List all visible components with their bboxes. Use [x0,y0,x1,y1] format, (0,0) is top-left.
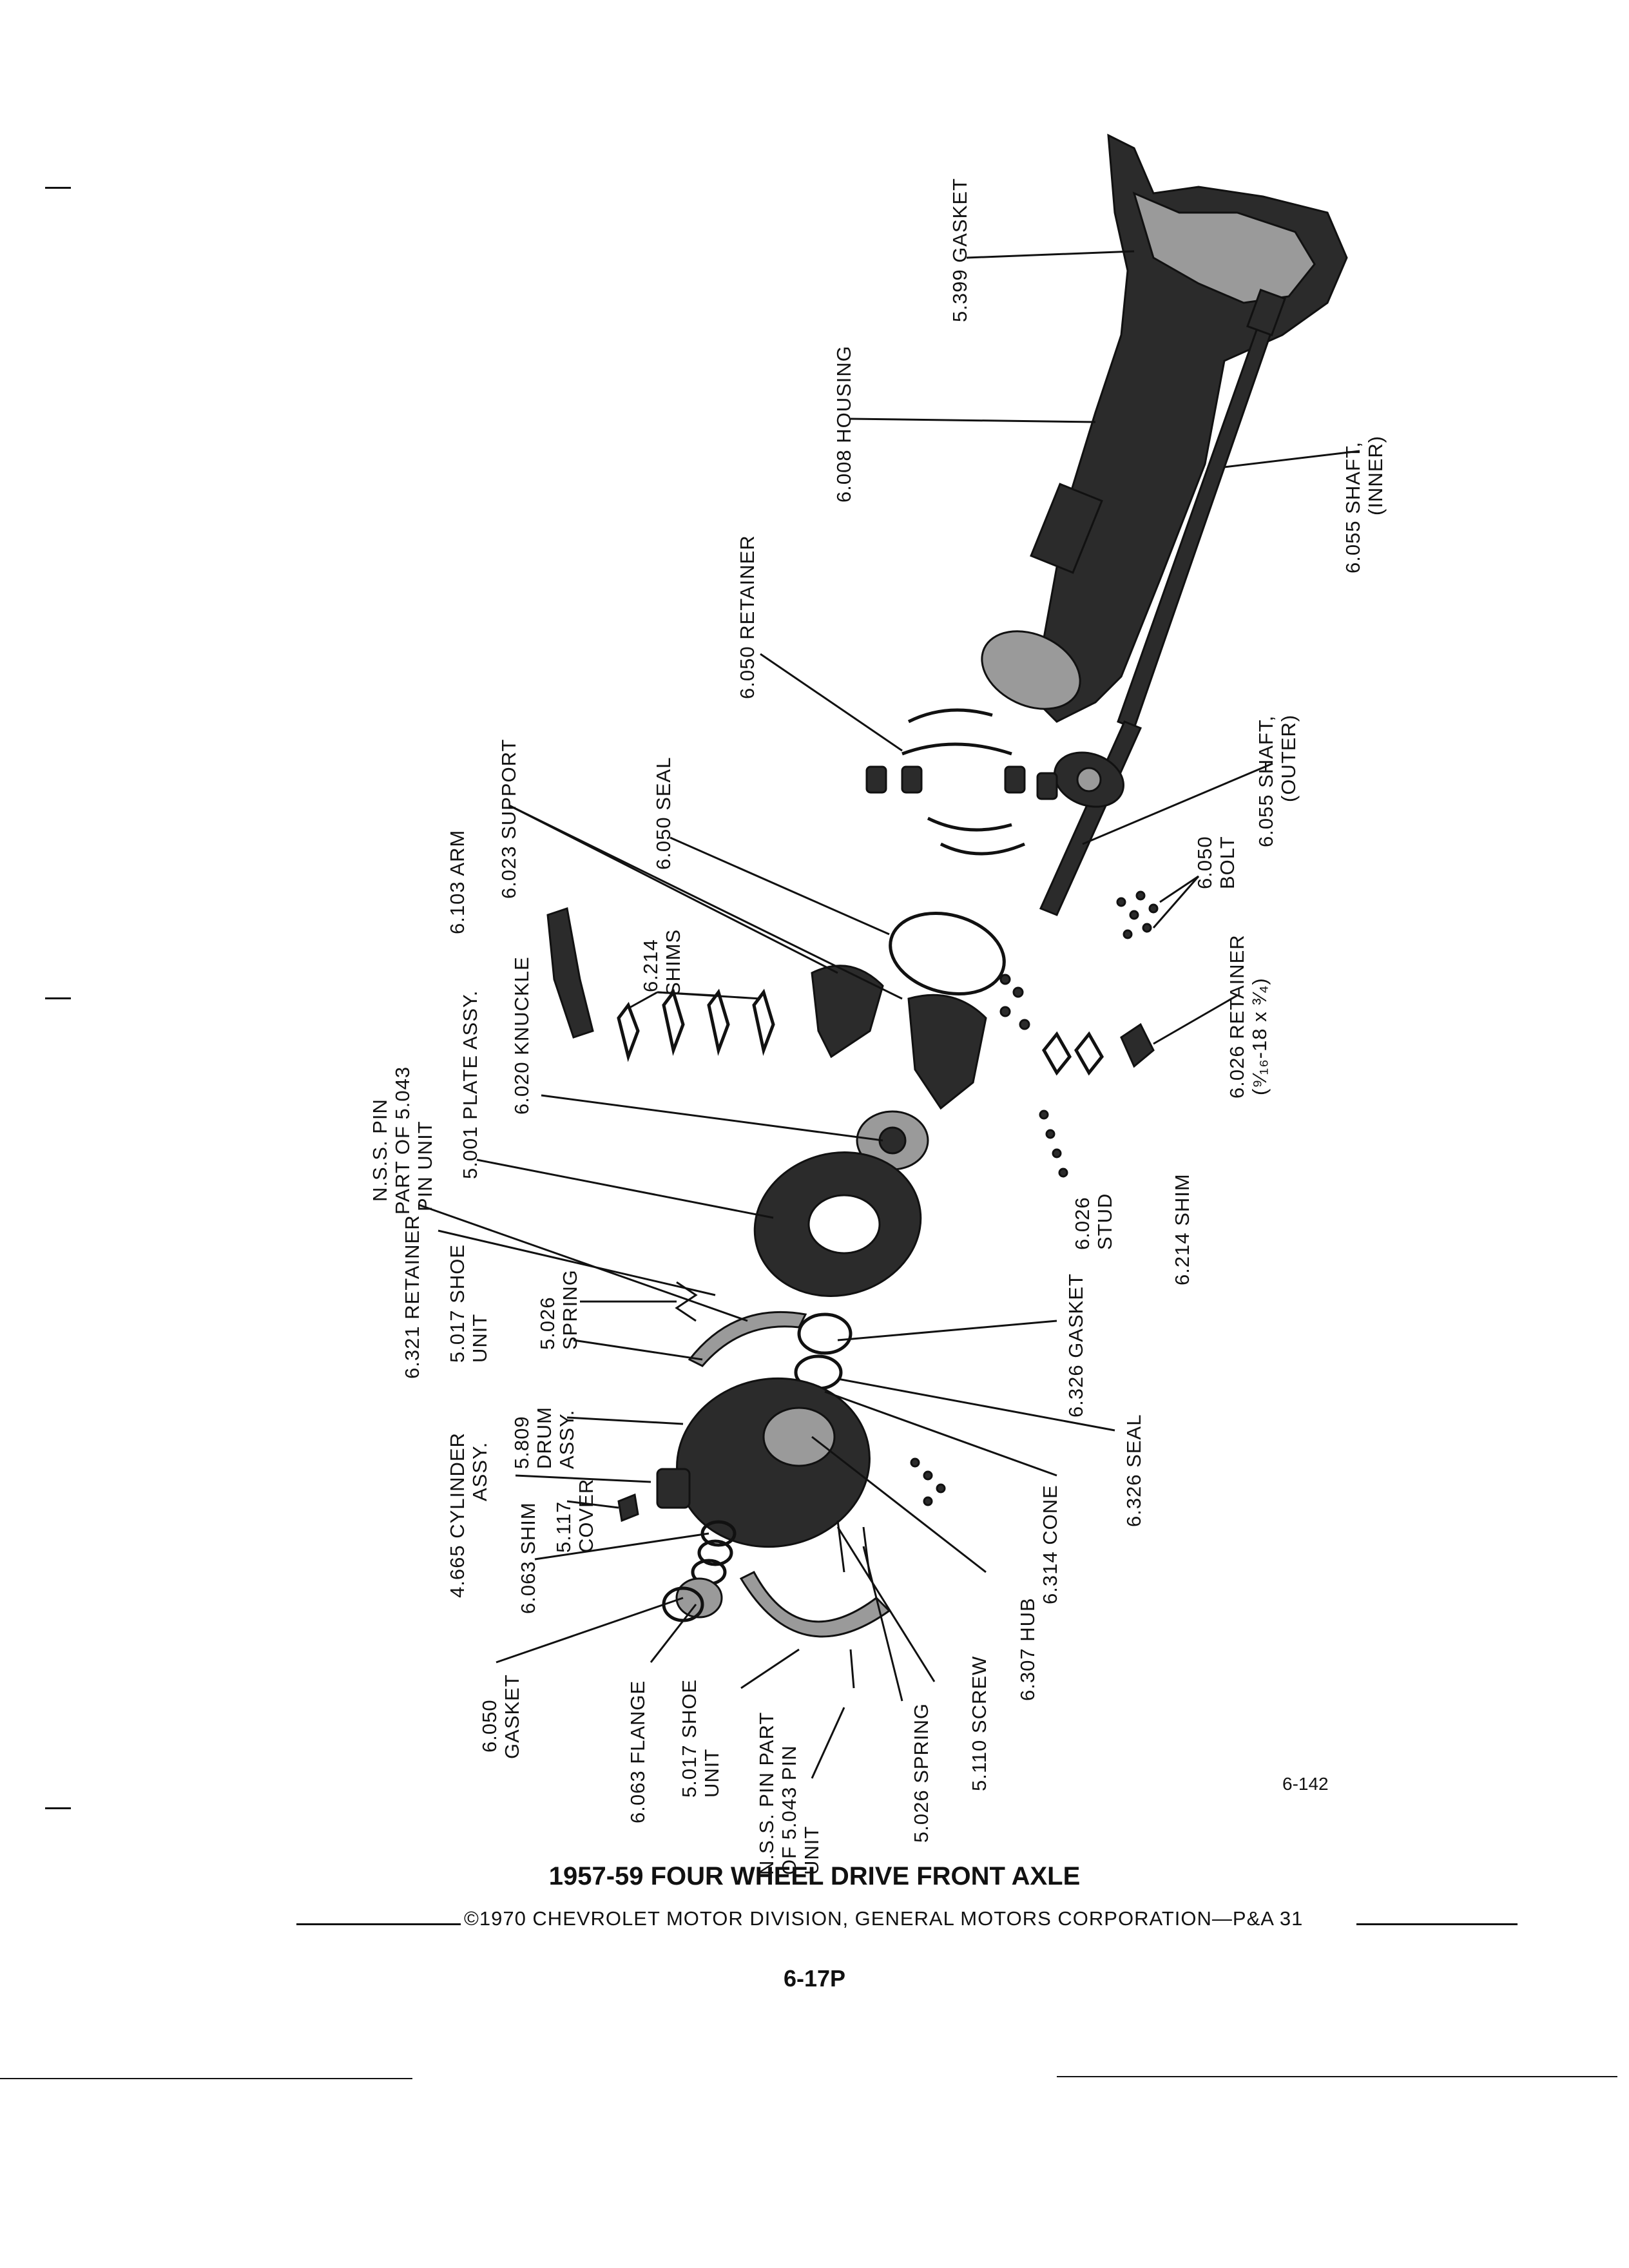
label-retainer-6050: 6.050 RETAINER [736,535,758,699]
label-spring-5026-a1: 5.026 [536,1296,559,1350]
seal-ring-part [889,912,1006,995]
page-title: 1957-59 FOUR WHEEL DRIVE FRONT AXLE [548,1862,1081,1890]
label-drum-5809-3: ASSY. [555,1410,578,1469]
part-labels: 5.399 GASKET 6.008 HOUSING 6.055 SHAFT, … [369,178,1387,1875]
knuckle-part [856,1110,929,1171]
margin-mark-top [45,187,71,189]
label-stud-6026-2: STUD [1094,1193,1116,1250]
label-cover-5117-2: COVER [575,1479,597,1553]
leader-lines [418,250,1360,1779]
label-gasket-6050-2: GASKET [501,1674,523,1759]
label-nss-pin-3: PIN UNIT [414,1120,436,1211]
figure-number: 6-142 [1282,1774,1329,1794]
label-shoe-5017-b2: UNIT [700,1749,723,1798]
brake-shoe-upper-part [688,1311,807,1367]
margin-mark-bottom [45,1807,71,1809]
label-gasket-6050-1: 6.050 [478,1699,501,1753]
label-retainer-6026-2: (⁹⁄₁₆-18 x ³⁄₄) [1248,977,1271,1095]
label-screw-5110: 5.110 SCREW [968,1656,990,1791]
label-shim-6214: 6.214 SHIM [1171,1173,1193,1285]
label-stud-6026-1: 6.026 [1071,1196,1094,1250]
label-gasket-6326: 6.326 GASKET [1065,1273,1087,1418]
label-housing-6008: 6.008 HOUSING [833,345,855,503]
label-gasket-5399: 5.399 GASKET [949,178,971,322]
shims-part [617,988,775,1062]
label-bolt-6050-2: BOLT [1216,836,1239,889]
backing-plate-part [753,1151,922,1297]
label-shaft-outer-1: 6.055 SHAFT, [1255,715,1277,847]
margin-mark-middle [45,997,71,999]
drum-part [676,1377,871,1548]
label-knuckle-6020: 6.020 KNUCKLE [510,956,533,1115]
footer-rule-right [1356,1923,1518,1925]
label-shims-6214-2: SHIMS [662,929,684,995]
label-drum-5809-2: DRUM [533,1407,555,1469]
label-retainer-6026-1: 6.026 RETAINER [1226,934,1248,1099]
label-nss-pin-b2: OF 5.043 PIN [778,1745,800,1875]
cylinder-part [656,1468,691,1509]
small-hardware-part [910,890,1159,1506]
label-nss-pin-2: PART OF 5.043 [391,1066,414,1215]
label-nss-pin-b1: N.S.S. PIN PART [755,1712,778,1875]
label-flange-6063: 6.063 FLANGE [626,1680,649,1823]
footer-rule-left [296,1923,461,1925]
label-bolt-6050-1: 6.050 [1193,836,1216,889]
label-hub-6307: 6.307 HUB [1016,1597,1039,1701]
label-shaft-outer-2: (OUTER) [1277,715,1300,802]
label-shim-6063: 6.063 SHIM [517,1502,539,1614]
label-plate-5001: 5.001 PLATE ASSY. [459,990,481,1179]
label-cone-6314: 6.314 CONE [1039,1485,1061,1604]
outer-shaft-part [1039,720,1142,916]
bottom-rule-right [1057,2076,1617,2077]
retainer-segments-part [865,708,1058,856]
brake-shoe-lower-part [739,1571,891,1638]
label-nss-pin-1: N.S.S. PIN [369,1099,391,1202]
label-drum-5809-1: 5.809 [510,1416,533,1469]
label-seal-6050: 6.050 SEAL [652,757,675,870]
hub-rings-part [794,1312,853,1390]
label-shaft-inner-1: 6.055 SHAFT, [1342,441,1364,573]
label-shoe-5017-b1: 5.017 SHOE [678,1679,700,1798]
bottom-rule-left [0,2078,412,2079]
label-cylinder-4665-2: ASSY. [468,1442,491,1501]
label-shims-6214-1: 6.214 [639,939,662,992]
label-shoe-5017-a1: 5.017 SHOE [446,1244,468,1363]
label-seal-6326: 6.326 SEAL [1123,1414,1145,1527]
label-cover-5117-1: 5.117 [552,1501,575,1553]
label-spring-5026-a2: SPRING [559,1269,581,1350]
label-arm-6103: 6.103 ARM [446,830,468,934]
flange-part [662,1577,723,1622]
copyright-line: ©1970 CHEVROLET MOTOR DIVISION, GENERAL … [464,1907,1304,1930]
support-part [811,965,987,1110]
label-spring-5026-b: 5.026 SPRING [910,1703,932,1843]
page-number: 6-17P [783,1965,846,1992]
housing-part [981,133,1348,723]
label-shaft-inner-2: (INNER) [1364,436,1387,515]
cover-part [617,1493,639,1523]
label-nss-pin-b3: UNIT [800,1826,823,1875]
label-support-6023: 6.023 SUPPORT [497,739,520,899]
label-retainer-6321: 6.321 RETAINER [401,1215,423,1379]
label-cylinder-4665-1: 4.665 CYLINDER [446,1432,468,1598]
arm-part [546,907,594,1039]
label-shoe-5017-a2: UNIT [468,1314,491,1363]
